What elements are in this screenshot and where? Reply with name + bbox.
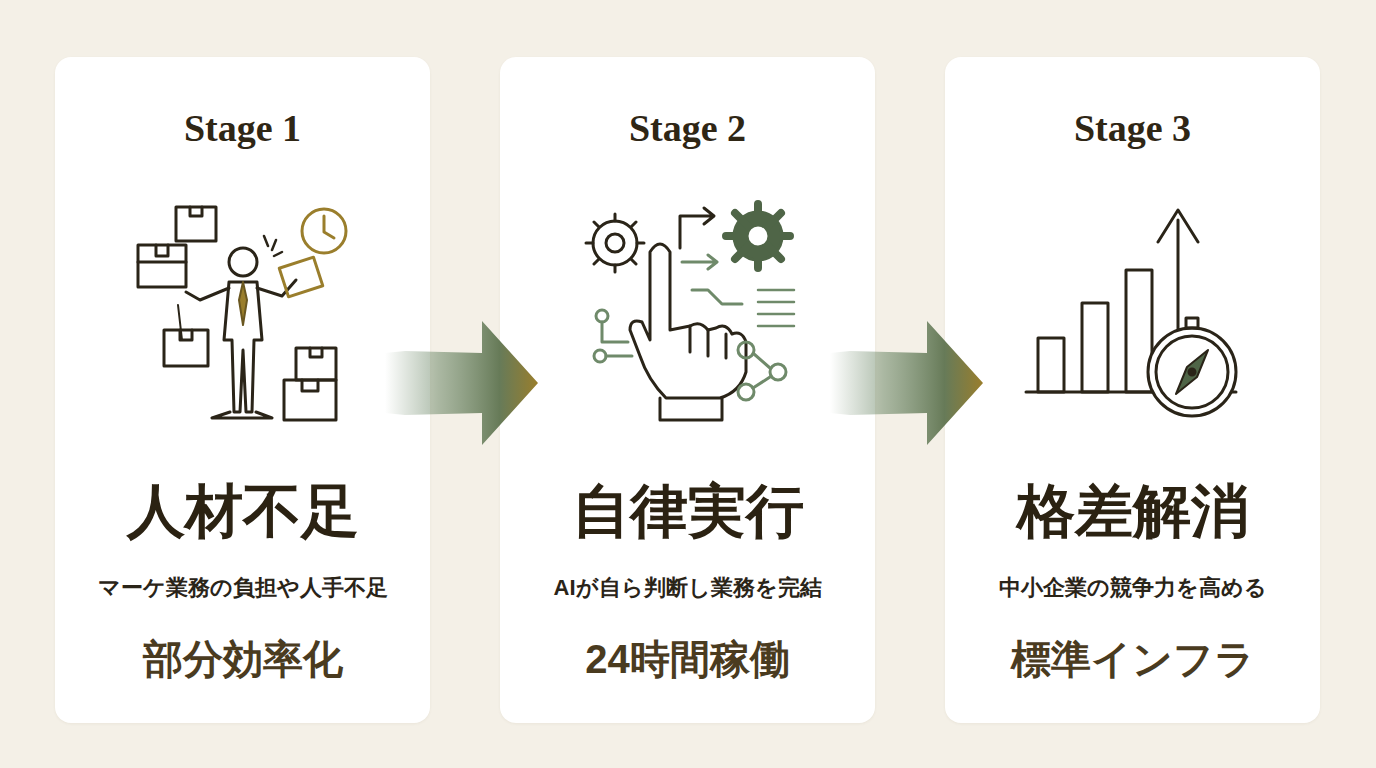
stage-card: Stage 1 人材不足マーケ業務の負担や人手不足部分効率化 — [55, 57, 430, 723]
stage-label: Stage 3 — [1074, 105, 1191, 151]
stage-outcome: 標準インフラ — [1011, 635, 1255, 683]
stage-card: Stage 3 格差解消中小企業の競争力を高める標準インフラ — [945, 57, 1320, 723]
overloaded-worker-icon — [138, 207, 346, 420]
stage-outcome: 部分効率化 — [143, 635, 343, 683]
stage-description: 中小企業の競争力を高める — [987, 573, 1279, 603]
stage-description: マーケ業務の負担や人手不足 — [86, 573, 400, 603]
autonomous-ai-icon — [586, 204, 794, 420]
stage-label: Stage 1 — [184, 105, 301, 151]
stage-title: 自律実行 — [572, 481, 804, 543]
stage-title: 人材不足 — [127, 481, 359, 543]
flow-arrow — [385, 321, 538, 445]
stage-label: Stage 2 — [629, 105, 746, 151]
stage-outcome: 24時間稼働 — [585, 635, 790, 683]
growth-chart-icon — [1026, 210, 1236, 416]
stage-description: AIが自ら判断し業務を完結 — [542, 573, 834, 603]
stage-title: 格差解消 — [1017, 481, 1249, 543]
flow-arrow — [830, 321, 983, 445]
stage-card: Stage 2 自律実行 AIが自ら判断し業務を完結 24時間稼働 — [500, 57, 875, 723]
